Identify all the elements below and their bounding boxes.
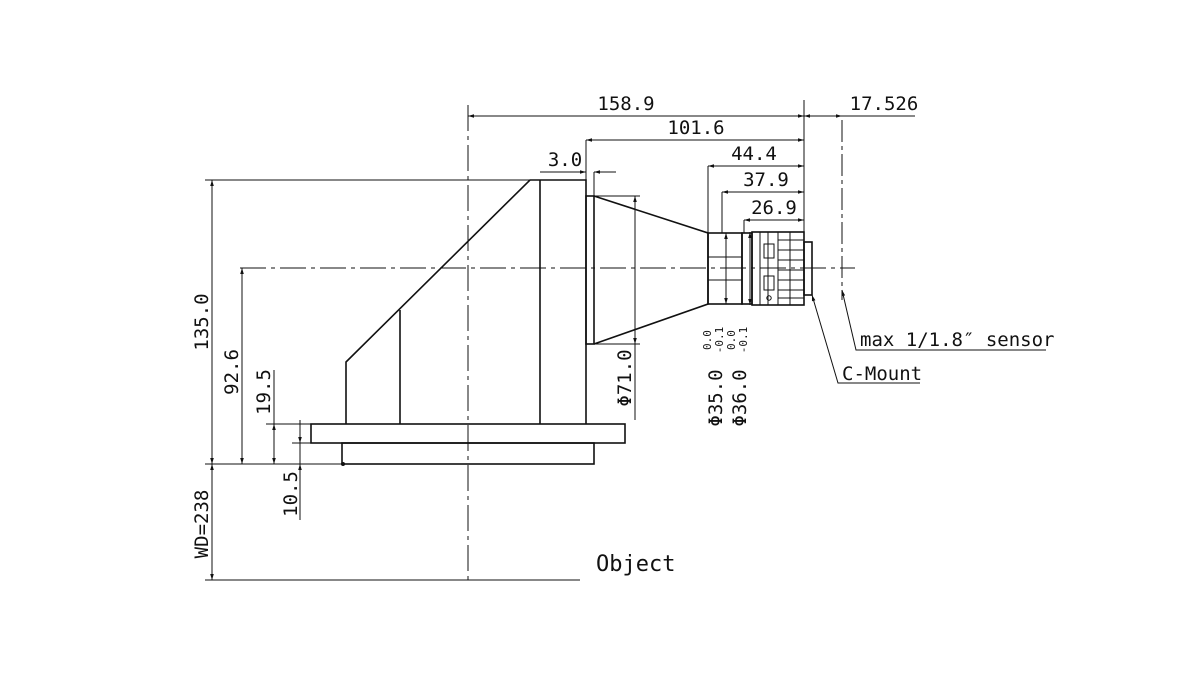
tol-35-upper: 0.0 [701, 330, 714, 350]
dim-rear-37: 37.9 [743, 169, 789, 191]
dim-front-length: 101.6 [667, 117, 724, 139]
tol-36-upper: 0.0 [725, 330, 738, 350]
dim-total-length: 158.9 [597, 93, 654, 115]
sensor-label: max 1/1.8″ sensor [860, 329, 1054, 351]
dim-rear-26: 26.9 [751, 197, 797, 219]
lens-barrel [585, 195, 753, 345]
dim-base-10: 10.5 [280, 471, 302, 517]
dim-offset: 3.0 [548, 149, 582, 171]
dim-working-distance: WD=238 [191, 490, 213, 559]
tol-35-lower: -0.1 [713, 327, 726, 354]
diameter-dimensions: Φ71.0 Φ35.0 Φ36.0 0.0 -0.1 0.0 -0.1 [594, 195, 752, 427]
mount-label: C-Mount [842, 363, 922, 385]
dim-flange-to-sensor: 17.526 [850, 93, 919, 115]
dim-rear-44: 44.4 [731, 143, 777, 165]
sensor-plane [803, 100, 843, 300]
top-dimensions: 158.9 17.526 101.6 3.0 44.4 37.9 26.9 [468, 93, 918, 233]
left-dimensions: 135.0 92.6 19.5 10.5 WD=238 [191, 179, 580, 581]
dim-dia-35: Φ35.0 [705, 369, 727, 426]
leader-labels: max 1/1.8″ sensor C-Mount Object [596, 289, 1054, 577]
dim-dia-36: Φ36.0 [729, 369, 751, 426]
prism-housing [345, 179, 587, 424]
dim-dia-71: Φ71.0 [614, 349, 636, 406]
dim-height-total: 135.0 [191, 293, 213, 350]
dim-axis-height: 92.6 [221, 349, 243, 395]
base-flange [310, 423, 626, 466]
object-label: Object [596, 552, 675, 577]
focus-ring [751, 231, 813, 306]
dim-base-19: 19.5 [253, 369, 275, 415]
tol-36-lower: -0.1 [737, 327, 750, 354]
